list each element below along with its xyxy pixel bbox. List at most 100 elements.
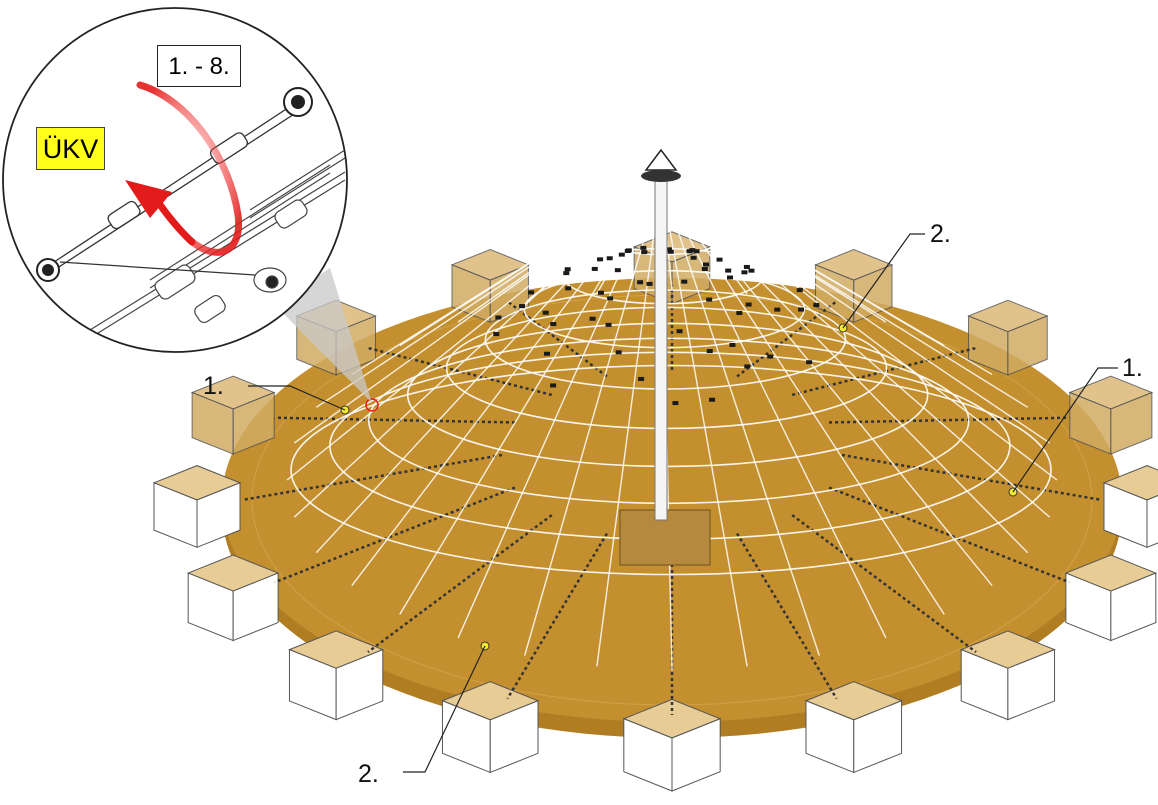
magnifier-cone — [275, 268, 372, 403]
anchor-block — [288, 630, 385, 721]
net-clamp — [725, 268, 732, 273]
net-clamp — [745, 302, 752, 307]
net-clamp — [564, 267, 571, 272]
net-clamp — [693, 249, 700, 254]
anchor-rope — [274, 486, 516, 584]
net-meridian — [399, 179, 662, 615]
net-clamp — [607, 296, 614, 301]
net-clamp — [676, 329, 683, 334]
net-clamp — [543, 351, 550, 356]
net-clamp — [744, 364, 751, 369]
anchor-block — [190, 375, 276, 455]
net-clamp — [606, 256, 613, 261]
net-clamp — [690, 255, 697, 260]
net-meridian — [660, 179, 993, 376]
net-meridian — [399, 179, 662, 347]
net-clamp — [703, 262, 709, 267]
net-clamp — [550, 322, 557, 327]
ukv-tag: ÜKV — [36, 127, 105, 170]
net-clamp — [667, 249, 674, 254]
net-meridian — [660, 179, 945, 615]
anchor-rope — [735, 532, 838, 700]
anchor-rope — [274, 416, 515, 424]
leader-lines — [248, 233, 1118, 773]
anchor-block — [967, 299, 1049, 376]
anchor-block — [804, 681, 903, 774]
net-meridian — [524, 179, 662, 305]
net-clamp — [681, 279, 688, 284]
net-clamp — [614, 268, 621, 273]
net-meridian — [596, 179, 662, 294]
net-ring — [290, 364, 1052, 576]
central-mast — [619, 148, 711, 566]
anchor-rope — [367, 514, 553, 654]
anchor-block — [152, 465, 242, 549]
turnbuckle-icon — [154, 199, 308, 324]
net-clamp — [729, 342, 736, 347]
net-clamp — [641, 250, 648, 255]
net-clamp — [701, 267, 708, 272]
anchor-block — [441, 681, 540, 774]
net-clamp — [743, 264, 750, 269]
anchor-rope — [791, 514, 977, 654]
anchor-rope — [506, 532, 609, 700]
net-clamp — [615, 350, 622, 355]
net-clamp — [589, 316, 596, 321]
anchor-rope — [506, 300, 608, 378]
net-clamp — [565, 286, 572, 291]
callout-2-top: 2. — [930, 220, 951, 248]
anchor-rope — [828, 486, 1070, 584]
anchor-rope — [367, 346, 553, 397]
net-clamp — [591, 266, 598, 271]
detail-step-label: 1. - 8. — [157, 45, 241, 87]
net-clamp — [618, 252, 625, 257]
net-clamp — [709, 397, 716, 402]
net-clamp — [597, 290, 604, 295]
net-clamp — [528, 290, 535, 295]
net-clamp — [798, 307, 805, 312]
net-meridian — [351, 179, 662, 586]
callout-1-right: 1. — [1122, 354, 1143, 382]
anchor-block — [1068, 375, 1154, 455]
anchor-rope — [241, 453, 503, 502]
net-meridian — [660, 179, 748, 295]
net-clamp — [806, 360, 813, 365]
shackle-icon — [36, 87, 313, 282]
callout-2-bottom: 2. — [358, 760, 379, 788]
net-meridian — [660, 179, 887, 639]
net-meridian — [660, 179, 820, 656]
net-clamp — [716, 257, 723, 262]
net-clamp — [493, 332, 500, 337]
net-clamp — [563, 271, 570, 276]
net-clamp — [706, 349, 713, 354]
net-meridian — [660, 179, 748, 667]
net-clamp — [706, 297, 713, 302]
net-meridian — [660, 179, 1029, 408]
anchor-block — [1102, 465, 1158, 549]
net-clamp — [726, 275, 733, 280]
net-clamp — [542, 310, 549, 315]
net-clamp — [686, 249, 693, 254]
net-clamp — [646, 281, 653, 286]
net-clamp — [774, 307, 781, 312]
net-clamp — [519, 304, 526, 309]
net-clamp — [597, 257, 604, 262]
net-meridian — [315, 179, 662, 408]
net-clamp — [665, 247, 672, 252]
detail-point — [365, 398, 379, 412]
net-clamp — [640, 245, 647, 250]
anchor-rope — [829, 416, 1070, 424]
anchor-rope — [841, 453, 1103, 502]
anchor-block — [814, 249, 894, 323]
net-clamp — [796, 288, 803, 293]
net-meridian — [315, 179, 662, 554]
net-meridian — [523, 179, 662, 656]
net-clamp — [767, 354, 774, 359]
net-clamp — [550, 383, 557, 388]
net-clamp — [605, 322, 612, 327]
anchor-block — [450, 249, 530, 323]
net-clamp — [672, 401, 679, 406]
net-meridian — [457, 179, 662, 323]
net-clamp — [741, 270, 748, 275]
